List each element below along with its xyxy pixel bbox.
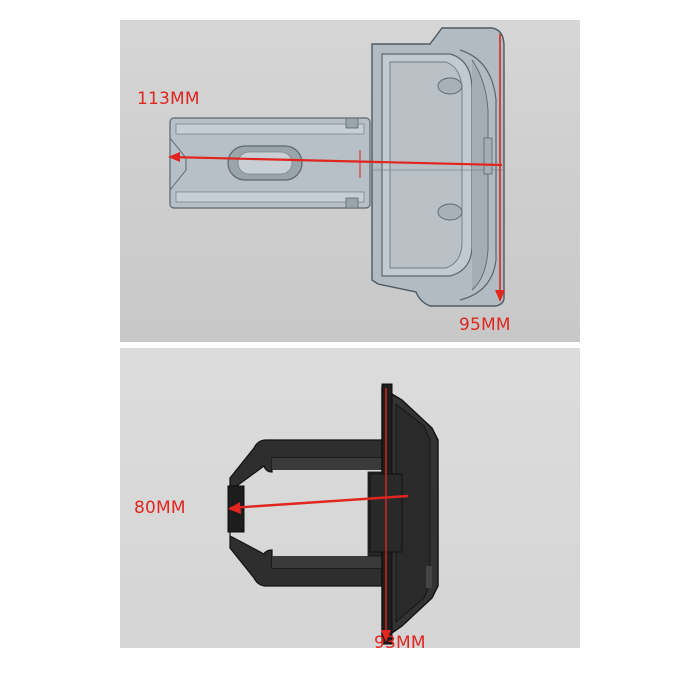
- bottom-render-panel: [120, 348, 580, 648]
- bottom-length-arrowhead: [228, 502, 241, 514]
- bottom-height-arrowhead: [381, 630, 391, 642]
- top-housing-illustration: [168, 27, 505, 307]
- bottom-housing-body: [369, 383, 439, 645]
- top-height-arrowhead: [495, 290, 505, 302]
- bottom-length-dimension-line: [229, 494, 409, 510]
- bottom-dimension-lines: [228, 388, 409, 642]
- bottom-housing-illustration: [227, 383, 439, 645]
- panel-divider: [120, 342, 580, 348]
- bottom-length-label: 80MM: [134, 498, 186, 518]
- top-length-dimension-line: [169, 155, 503, 167]
- top-length-label: 113MM: [137, 89, 200, 109]
- top-slide-arm: [169, 117, 371, 209]
- top-height-label: 95MM: [459, 315, 511, 335]
- bottom-slide-frame: [227, 439, 383, 587]
- top-dimension-lines: [168, 34, 505, 302]
- top-length-arrowhead: [168, 152, 180, 162]
- top-housing-body: [371, 27, 505, 307]
- top-render-panel: [120, 20, 580, 342]
- bottom-height-label: 93MM: [374, 633, 426, 653]
